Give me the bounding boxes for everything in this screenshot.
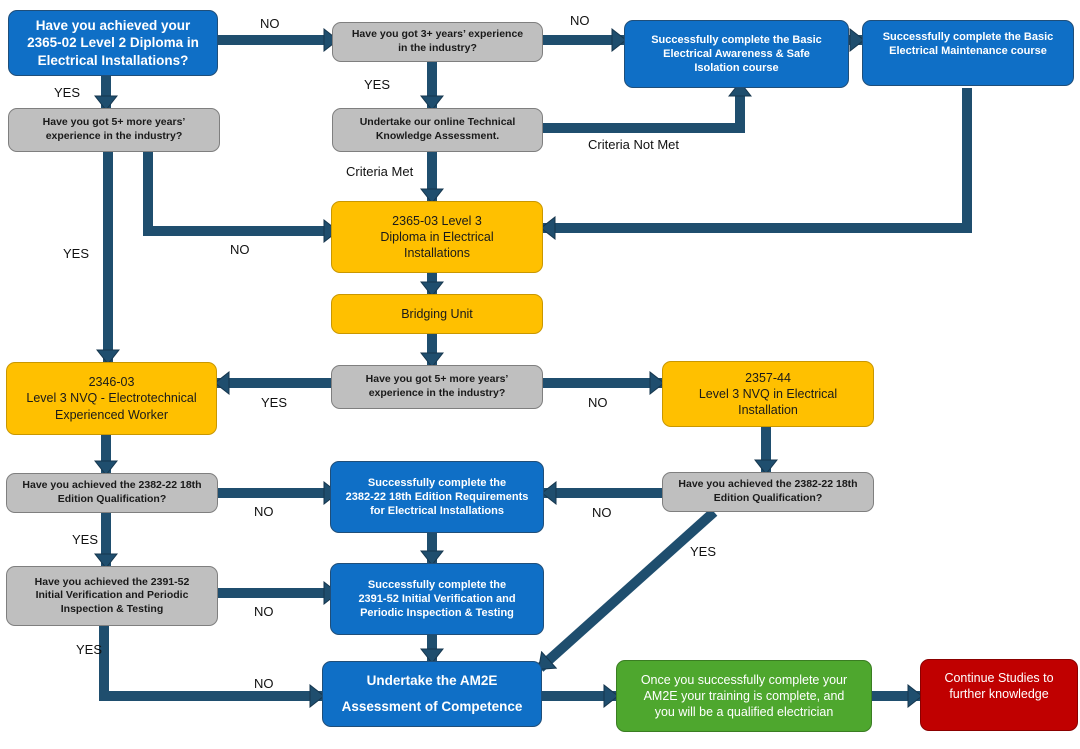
node-text-line: Have you achieved the 2382-22 18th xyxy=(22,479,202,492)
node-text-line: Undertake our online Technical xyxy=(359,116,516,129)
node-text-line: 2365-02 Level 2 Diploma in xyxy=(27,35,199,51)
node-text-line: Experienced Worker xyxy=(54,407,168,422)
node-text-line: 2346-03 xyxy=(88,375,135,390)
node-text-line: Knowledge Assessment. xyxy=(375,130,500,142)
node-text-line: Assessment of Competence xyxy=(341,699,523,715)
five-years-experience-question-top: Have you got 5+ more years’experience in… xyxy=(8,108,220,152)
node-text-line: Successfully complete the xyxy=(367,578,507,591)
node-text-line: Have you got 5+ more years’ xyxy=(42,116,186,129)
node-text-line: 2357-44 xyxy=(745,370,791,385)
node-text-line: 2382-22 18th Edition Requirements xyxy=(345,490,529,503)
node-text-line: experience in the industry? xyxy=(368,387,506,399)
node-text-line: Electrical Awareness & Safe xyxy=(663,47,810,60)
node-text-line: Successfully complete the xyxy=(367,476,507,489)
node-text-line: Diploma in Electrical xyxy=(380,229,494,244)
label-yes-five-years-top: YES xyxy=(63,246,90,261)
node-text-line: in the industry? xyxy=(398,42,477,54)
node-text-line: Installation xyxy=(738,403,798,418)
node-text-line: you will be a qualified electrician xyxy=(654,705,834,720)
label-criteria-not-met: Criteria Not Met xyxy=(588,137,680,152)
arrow-five-years-top-no xyxy=(143,152,336,231)
node-text-line: Edition Qualification? xyxy=(57,493,167,505)
node-text-line: Isolation course xyxy=(694,62,779,75)
label-yes-18th-right: YES xyxy=(690,544,717,559)
node-text-line: experience in the industry? xyxy=(45,130,183,142)
label-no-three-years: NO xyxy=(570,13,590,28)
label-no-five-years-mid: NO xyxy=(588,395,608,410)
bridging-unit: Bridging Unit xyxy=(331,294,543,334)
node-text-line: Once you successfully complete your xyxy=(640,672,848,687)
level2-diploma-question: Have you achieved your 2365-02 Level 2 Di… xyxy=(8,10,218,76)
label-yes-inspection: YES xyxy=(76,642,103,657)
node-text-line: Have you achieved your xyxy=(35,17,191,33)
node-text-line: Have you achieved the 2391-52 xyxy=(34,575,190,588)
node-text-line: Successfully complete the Basic xyxy=(651,33,822,46)
node-text-line: Initial Verification and Periodic xyxy=(35,589,189,602)
node-text-line: Level 3 NVQ in Electrical xyxy=(698,386,838,401)
node-text-line: 2391-52 Initial Verification and xyxy=(358,592,516,605)
label-no-five-years-top: NO xyxy=(230,242,250,257)
arrow-maintenance-to-level3 xyxy=(543,88,972,228)
node-text-line: Edition Qualification? xyxy=(713,492,823,504)
node-text-line: Periodic Inspection & Testing xyxy=(360,607,514,620)
node-text-line: Level 3 NVQ - Electrotechnical xyxy=(26,391,197,406)
label-yes-level2: YES xyxy=(54,85,81,100)
node-text-line: Electrical Installations? xyxy=(37,52,189,68)
node-text-line: Undertake the AM2E xyxy=(366,673,498,689)
label-yes-18th-left: YES xyxy=(72,532,99,547)
node-text-line: AM2E your training is complete, and xyxy=(643,688,845,703)
node-text-line: Continue Studies to xyxy=(944,671,1054,685)
continue-studies: Continue Studies to further knowledge xyxy=(920,659,1078,731)
five-years-experience-question-mid: Have you got 5+ more years’experience in… xyxy=(331,365,543,409)
node-text-line: 2365-03 Level 3 xyxy=(392,213,482,228)
label-criteria-met: Criteria Met xyxy=(346,164,414,179)
node-text-line: Installations xyxy=(403,246,470,261)
node-text-line: for Electrical Installations xyxy=(370,505,504,518)
label-no-18th-right: NO xyxy=(592,505,612,520)
node-text-line: Have you achieved the 2382-22 18th xyxy=(678,478,858,491)
label-yes-three-years: YES xyxy=(364,77,391,92)
node-text-line: Inspection & Testing xyxy=(60,602,164,615)
arrow-criteria-not-met xyxy=(543,84,740,133)
label-no-18th-left: NO xyxy=(254,504,274,519)
node-text-line: Bridging Unit xyxy=(401,306,473,321)
node-text-line: Have you got 5+ more years’ xyxy=(365,373,509,386)
node-text-line: Electrical Maintenance course xyxy=(889,45,1047,58)
label-no-am2e: NO xyxy=(254,676,274,691)
node-text-line: further knowledge xyxy=(949,687,1049,702)
arrow-inspection-yes xyxy=(99,626,322,696)
label-yes-five-years-mid: YES xyxy=(261,395,288,410)
node-text-line: Have you got 3+ years’ experience xyxy=(351,28,524,41)
node-text-line: Successfully complete the Basic xyxy=(882,31,1054,43)
arrow-18th-right-yes xyxy=(536,508,718,672)
am2e-assessment: Undertake the AM2E Assessment of Competen… xyxy=(322,661,542,727)
label-no-level2: NO xyxy=(260,16,280,31)
label-no-inspection: NO xyxy=(254,604,274,619)
